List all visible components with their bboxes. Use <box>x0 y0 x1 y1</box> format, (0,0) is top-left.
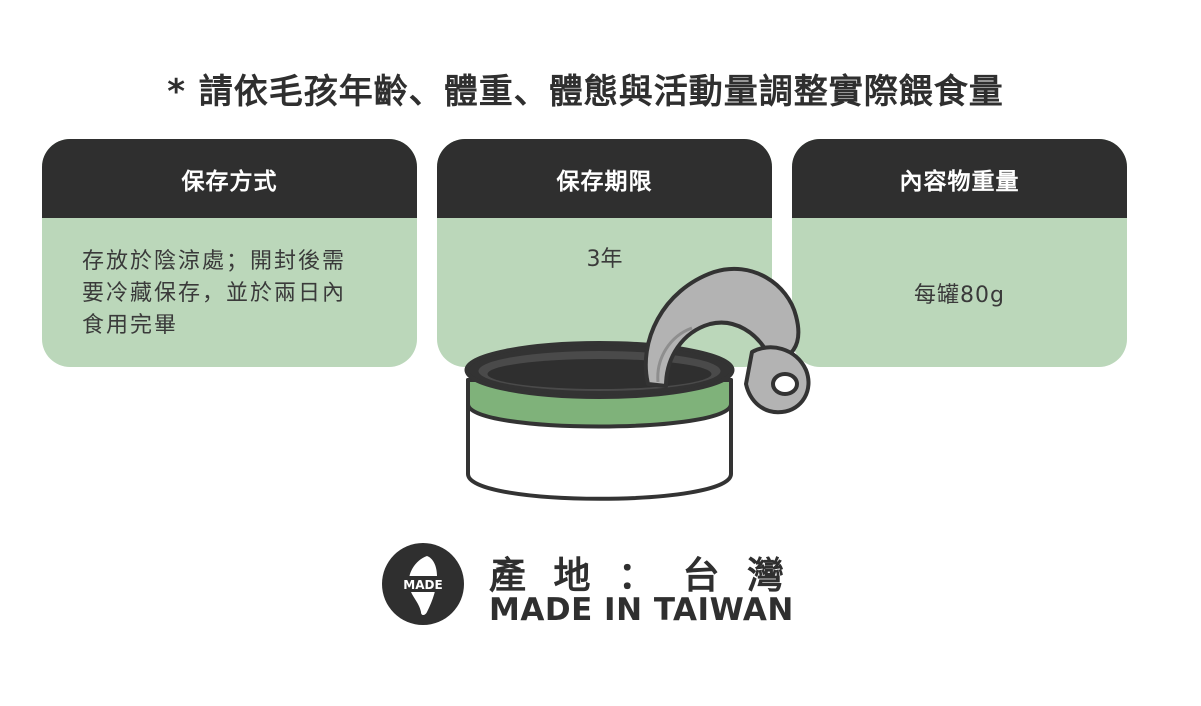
pet-food-can-icon <box>464 266 811 501</box>
storage-method-line: 食用完畢 <box>82 313 179 338</box>
storage-method-text: 存放於陰涼處；開封後需 要冷藏保存，並於兩日內 食用完畢 <box>42 218 417 342</box>
badge-label: MADE <box>403 578 442 592</box>
origin-char: 地 <box>553 554 591 597</box>
taiwan-map-icon: MADE <box>382 543 464 625</box>
feeding-notice: * 請依毛孩年齡、體重、體態與活動量調整實際餵食量 <box>167 72 1004 112</box>
shelf-life-card: 保存期限 3年 <box>437 139 772 367</box>
storage-method-line: 要冷藏保存，並於兩日內 <box>82 281 347 306</box>
net-weight-title: 內容物重量 <box>792 139 1127 218</box>
shelf-life-value: 3年 <box>586 247 623 272</box>
origin-char: 台 <box>682 554 720 597</box>
origin-chinese: 產 地 ： 台 灣 <box>489 545 784 599</box>
origin-english: MADE IN TAIWAN <box>489 592 794 628</box>
storage-method-card: 保存方式 存放於陰涼處；開封後需 要冷藏保存，並於兩日內 食用完畢 <box>42 139 417 367</box>
storage-method-line: 存放於陰涼處；開封後需 <box>82 249 347 274</box>
origin-char: 灣 <box>747 554 784 597</box>
net-weight-card: 內容物重量 每罐80g <box>792 139 1127 367</box>
shelf-life-title: 保存期限 <box>437 139 772 218</box>
origin-char: ： <box>618 554 655 597</box>
storage-method-title: 保存方式 <box>42 139 417 218</box>
net-weight-value: 每罐80g <box>914 283 1005 308</box>
origin-char: 產 <box>489 554 526 597</box>
